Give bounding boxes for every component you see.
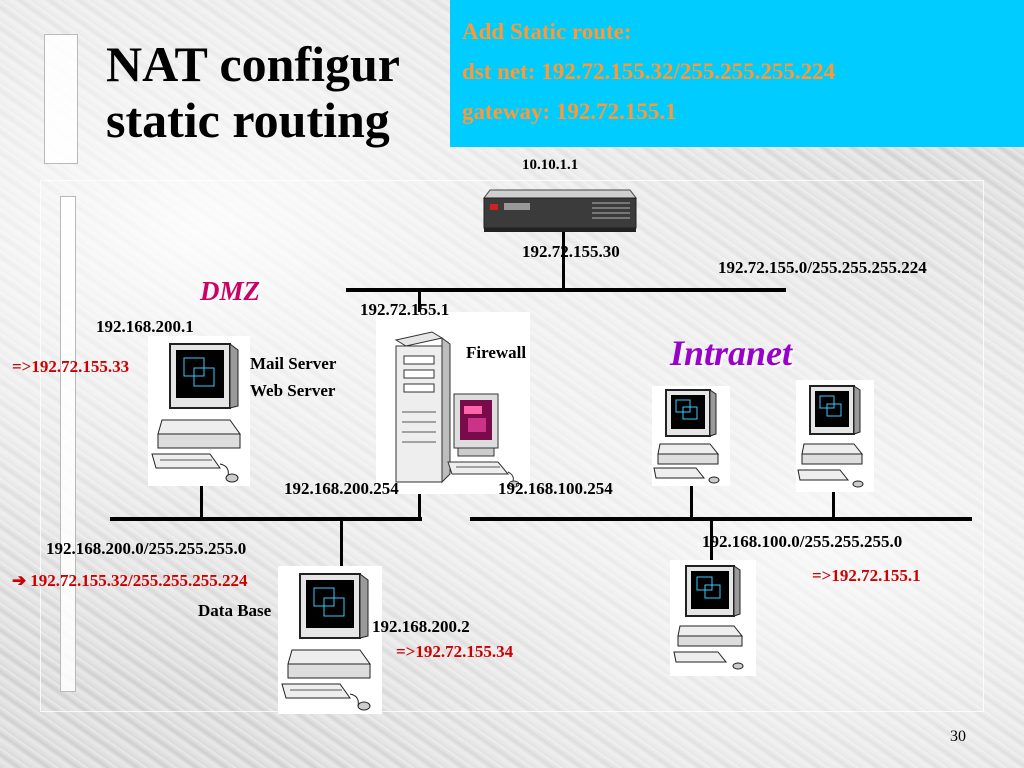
callout-line-2: dst net: 192.72.155.32/255.255.255.224 bbox=[462, 59, 836, 84]
mail-server-computer-icon bbox=[148, 336, 250, 486]
firewall-external-ip: 192.72.155.1 bbox=[360, 300, 450, 319]
mail-server-drop bbox=[200, 485, 203, 519]
router-drop-line bbox=[562, 232, 565, 290]
title-line-1: NAT configur bbox=[106, 36, 400, 92]
intranet-computer-icon bbox=[670, 560, 756, 676]
firewall-dmz-drop bbox=[418, 490, 421, 520]
callout-line-1: Add Static route: bbox=[462, 19, 632, 44]
intranet-computer-icon bbox=[796, 380, 874, 492]
dmz-network-line bbox=[110, 517, 422, 521]
dmz-zone-label: DMZ bbox=[200, 276, 260, 306]
intranet-network-line bbox=[470, 517, 972, 521]
intranet-pc3-drop bbox=[710, 519, 713, 561]
dmz-nat-network-label: 192.72.155.32/255.255.255.224 bbox=[30, 571, 248, 590]
dmz-network-label: 192.168.200.0/255.255.255.0 bbox=[46, 539, 247, 558]
callout-line-3: gateway: 192.72.155.1 bbox=[462, 99, 677, 124]
database-label: Data Base bbox=[198, 601, 272, 620]
web-server-label: Web Server bbox=[250, 381, 336, 400]
database-drop bbox=[340, 519, 343, 567]
decorative-bar-top bbox=[44, 34, 78, 164]
mail-server-label: Mail Server bbox=[250, 354, 337, 373]
router-icon bbox=[480, 188, 638, 234]
static-route-callout: Add Static route: dst net: 192.72.155.32… bbox=[450, 0, 1024, 147]
firewall-label: Firewall bbox=[466, 343, 527, 362]
intranet-zone-label: Intranet bbox=[670, 333, 793, 373]
external-network-label: 192.72.155.0/255.255.255.224 bbox=[718, 258, 927, 277]
diagram-frame bbox=[40, 180, 984, 712]
page-number: 30 bbox=[950, 728, 966, 745]
intranet-nat-label: =>192.72.155.1 bbox=[812, 566, 921, 585]
intranet-computer-icon bbox=[652, 386, 730, 486]
firewall-icon bbox=[376, 312, 530, 494]
dmz-nat-network: ➔ 192.72.155.32/255.255.255.224 bbox=[12, 571, 247, 591]
intranet-network-label: 192.168.100.0/255.255.255.0 bbox=[702, 532, 903, 551]
database-computer-icon bbox=[278, 566, 382, 714]
decorative-bar-left bbox=[60, 196, 76, 692]
intranet-pc1-drop bbox=[690, 485, 693, 519]
slide-title: NAT configur static routing bbox=[106, 36, 400, 148]
router-bottom-ip: 192.72.155.30 bbox=[522, 242, 620, 261]
firewall-dmz-ip: 192.168.200.254 bbox=[284, 479, 399, 498]
title-line-2: static routing bbox=[106, 92, 390, 148]
external-network-line bbox=[346, 288, 786, 292]
database-ip: 192.168.200.2 bbox=[372, 617, 470, 636]
firewall-intranet-ip: 192.168.100.254 bbox=[498, 479, 613, 498]
intranet-pc2-drop bbox=[832, 492, 835, 519]
router-top-ip: 10.10.1.1 bbox=[522, 157, 579, 173]
database-nat-ip: =>192.72.155.34 bbox=[396, 642, 514, 661]
mail-server-nat-ip: =>192.72.155.33 bbox=[12, 357, 130, 376]
mail-server-ip: 192.168.200.1 bbox=[96, 317, 194, 336]
arrow-icon: ➔ bbox=[12, 571, 27, 590]
